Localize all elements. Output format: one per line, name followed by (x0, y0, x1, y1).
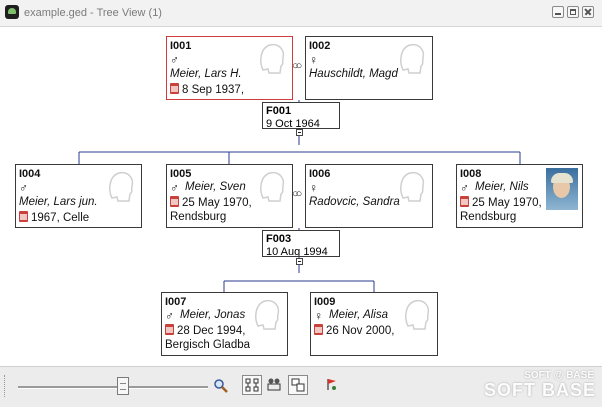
male-symbol: ♂ (460, 181, 469, 195)
marriage-date: 9 Oct 1964 (266, 118, 320, 129)
silhouette-icon (405, 299, 430, 330)
zoom-slider-thumb[interactable] (116, 377, 129, 395)
family-icon (267, 378, 281, 391)
female-symbol: ♀ (309, 53, 318, 67)
ancestors-view-button[interactable] (288, 375, 308, 395)
person-name: Hauschildt, Magd (309, 68, 398, 80)
birth-event: 26 Nov 2000, (314, 324, 432, 337)
birth-place: Rendsburg (460, 211, 517, 223)
birth-place: Rendsburg (170, 211, 227, 223)
person-name: Meier, Nils (475, 181, 529, 193)
family-id: F001 (266, 105, 292, 117)
person-name: Meier, Lars H. (170, 68, 242, 80)
calendar-event-icon (19, 211, 28, 222)
female-symbol: ♀ (309, 181, 318, 195)
watermark-logo: SOFT @ BASE SOFT BASE (483, 370, 596, 400)
title-bar: example.ged - Tree View (1) (0, 0, 602, 27)
birth-place: Bergisch Gladba (165, 339, 251, 351)
minimize-button[interactable] (552, 6, 564, 18)
zoom-icon[interactable] (213, 378, 229, 394)
silhouette-icon (400, 171, 425, 202)
person-id: I006 (309, 168, 331, 180)
silhouette-icon (400, 43, 425, 74)
person-card-i004[interactable]: I004 ♂ Meier, Lars jun. 1967, Celle (15, 164, 142, 228)
silhouette-icon (109, 171, 134, 202)
person-card-i007[interactable]: I007 ♂ Meier, Jonas 28 Dec 1994, Bergisc… (161, 292, 288, 356)
person-id: I005 (170, 168, 192, 180)
female-symbol: ♀ (314, 309, 323, 323)
marriage-icon: ○○ (292, 188, 302, 200)
marriage-icon: ○○ (292, 60, 302, 72)
person-card-i001[interactable]: I001 ♂ Meier, Lars H. 8 Sep 1937, (166, 36, 293, 100)
person-card-i009[interactable]: I009 ♀ Meier, Alisa 26 Nov 2000, (310, 292, 438, 356)
tree-layout-icon (245, 378, 259, 392)
person-name: Meier, Lars jun. (19, 196, 98, 208)
family-view-button[interactable] (265, 375, 285, 395)
person-id: I004 (19, 168, 41, 180)
birth-event: 1967, Celle (19, 211, 137, 224)
birth-event: 25 May 1970, (170, 196, 288, 209)
person-card-i002[interactable]: I002 ♀ Hauschildt, Magd (305, 36, 433, 100)
marriage-date: 10 Aug 1994 (266, 246, 328, 257)
calendar-event-icon (460, 196, 469, 207)
family-box-f003[interactable]: F003 10 Aug 1994 (262, 230, 340, 257)
male-symbol: ♂ (170, 53, 179, 67)
silhouette-icon (260, 43, 285, 74)
app-icon (5, 5, 19, 19)
bookmark-icon (327, 379, 336, 390)
person-id: I009 (314, 296, 336, 308)
bookmark-button[interactable] (322, 375, 342, 395)
bottom-toolbar: SOFT @ BASE SOFT BASE (0, 366, 602, 407)
male-symbol: ♂ (170, 181, 179, 195)
birth-event: 8 Sep 1937, (170, 83, 288, 96)
male-symbol: ♂ (165, 309, 174, 323)
birth-event: 25 May 1970, (460, 196, 546, 209)
close-button[interactable] (582, 6, 594, 18)
person-id: I001 (170, 40, 192, 52)
calendar-event-icon (170, 83, 179, 94)
person-id: I002 (309, 40, 331, 52)
person-id: I007 (165, 296, 187, 308)
person-name: Meier, Sven (185, 181, 246, 193)
family-id: F003 (266, 233, 292, 245)
silhouette-icon (260, 171, 285, 202)
person-name: Meier, Alisa (329, 309, 389, 321)
person-id: I008 (460, 168, 482, 180)
calendar-event-icon (170, 196, 179, 207)
silhouette-icon (255, 299, 280, 330)
person-card-i005[interactable]: I005 ♂ Meier, Sven 25 May 1970, Rendsbur… (166, 164, 293, 228)
person-name: Radovcic, Sandra (309, 196, 400, 208)
birth-event: 28 Dec 1994, (165, 324, 283, 337)
person-name: Meier, Jonas (180, 309, 246, 321)
calendar-event-icon (165, 324, 174, 335)
person-card-i006[interactable]: I006 ♀ Radovcic, Sandra (305, 164, 433, 228)
maximize-button[interactable] (567, 6, 579, 18)
window-title: example.ged - Tree View (1) (24, 7, 162, 19)
family-box-f001[interactable]: F001 9 Oct 1964 (262, 102, 340, 129)
male-symbol: ♂ (19, 181, 28, 195)
collapse-toggle[interactable] (296, 258, 303, 265)
ancestors-icon (291, 378, 305, 392)
calendar-event-icon (314, 324, 323, 335)
person-card-i008[interactable]: I008 ♂ Meier, Nils 25 May 1970, Rendsbur… (456, 164, 583, 228)
toolbar-grip[interactable] (4, 375, 8, 397)
collapse-toggle[interactable] (296, 129, 303, 136)
zoom-slider[interactable] (18, 386, 208, 389)
tree-layout-button[interactable] (242, 375, 262, 395)
person-photo (546, 168, 578, 210)
